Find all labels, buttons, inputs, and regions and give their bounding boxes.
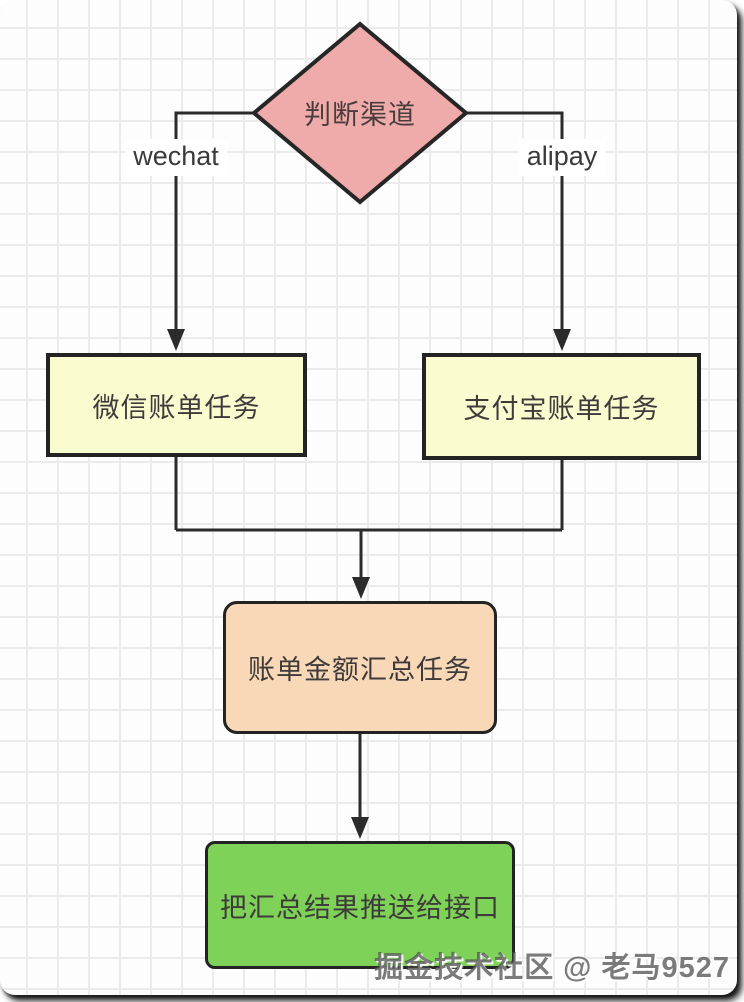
- node-alipay-task: 支付宝账单任务: [422, 353, 701, 460]
- arrowhead-push-icon: [351, 817, 369, 839]
- arrowhead-wechat-icon: [167, 329, 185, 351]
- decision-node-label: 判断渠道: [304, 99, 416, 130]
- arrowhead-sum-icon: [352, 577, 370, 599]
- edge-decision-wechat: [174, 111, 254, 332]
- edge-merge: [174, 456, 564, 578]
- node-sum-task: 账单金额汇总任务: [223, 601, 497, 734]
- watermark-text: 掘金技术社区 @ 老马9527: [374, 952, 730, 984]
- arrowhead-alipay-icon: [553, 329, 571, 351]
- edge-decision-alipay: [466, 111, 564, 332]
- node-push-task: 把汇总结果推送给接口: [205, 841, 515, 969]
- decision-diamond-shape: [250, 21, 470, 205]
- node-wechat-task: 微信账单任务: [46, 353, 307, 457]
- edge-label-wechat: wechat: [125, 139, 227, 176]
- edge-label-alipay: alipay: [518, 139, 606, 176]
